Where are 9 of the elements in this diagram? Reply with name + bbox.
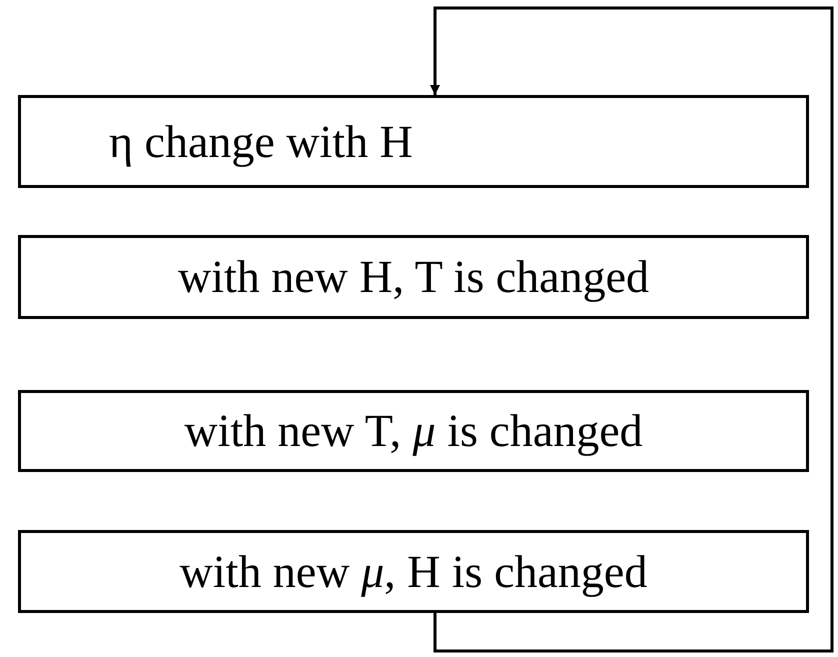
process-box [18,235,809,319]
step-text: with new μ, H is changed [180,548,648,594]
process-box [18,95,809,188]
process-box [18,390,809,472]
step-text: with new T, μ is changed [184,408,643,454]
feedback-arrow [430,6,834,652]
step-text: η change with H [109,118,413,164]
step-text: with new H, T is changed [178,254,649,300]
process-box [18,530,809,613]
